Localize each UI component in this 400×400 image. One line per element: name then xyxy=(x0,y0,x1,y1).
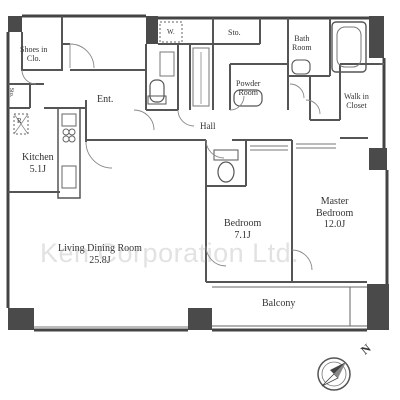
bath-sink xyxy=(291,59,311,75)
powder-sink xyxy=(233,89,263,107)
washer-label: W. xyxy=(167,28,175,36)
door-swings xyxy=(21,43,321,271)
interior-walls xyxy=(8,16,384,283)
toilet-left xyxy=(147,79,167,105)
storage-left-label: Sto. xyxy=(8,87,15,98)
closet-doors xyxy=(250,143,336,151)
hall-label: Hall xyxy=(200,121,216,131)
refrigerator-space xyxy=(13,113,29,135)
washer-space xyxy=(159,21,183,43)
compass-icon xyxy=(317,357,351,391)
toilet-bedroom xyxy=(213,149,239,183)
outer-walls xyxy=(6,14,389,332)
watermark: Ken Corporation Ltd. xyxy=(40,238,300,268)
entrance-label: Ent. xyxy=(97,94,114,105)
storage-top-label: Sto. xyxy=(228,28,241,37)
balcony-rail xyxy=(212,286,367,327)
kitchen-counter xyxy=(57,107,81,199)
balcony-label: Balcony xyxy=(262,298,296,309)
windows xyxy=(34,63,384,328)
refrigerator-label: R xyxy=(17,117,22,125)
sink-cabinets xyxy=(159,47,210,107)
bathtub xyxy=(331,21,367,73)
structural-columns xyxy=(8,16,389,330)
